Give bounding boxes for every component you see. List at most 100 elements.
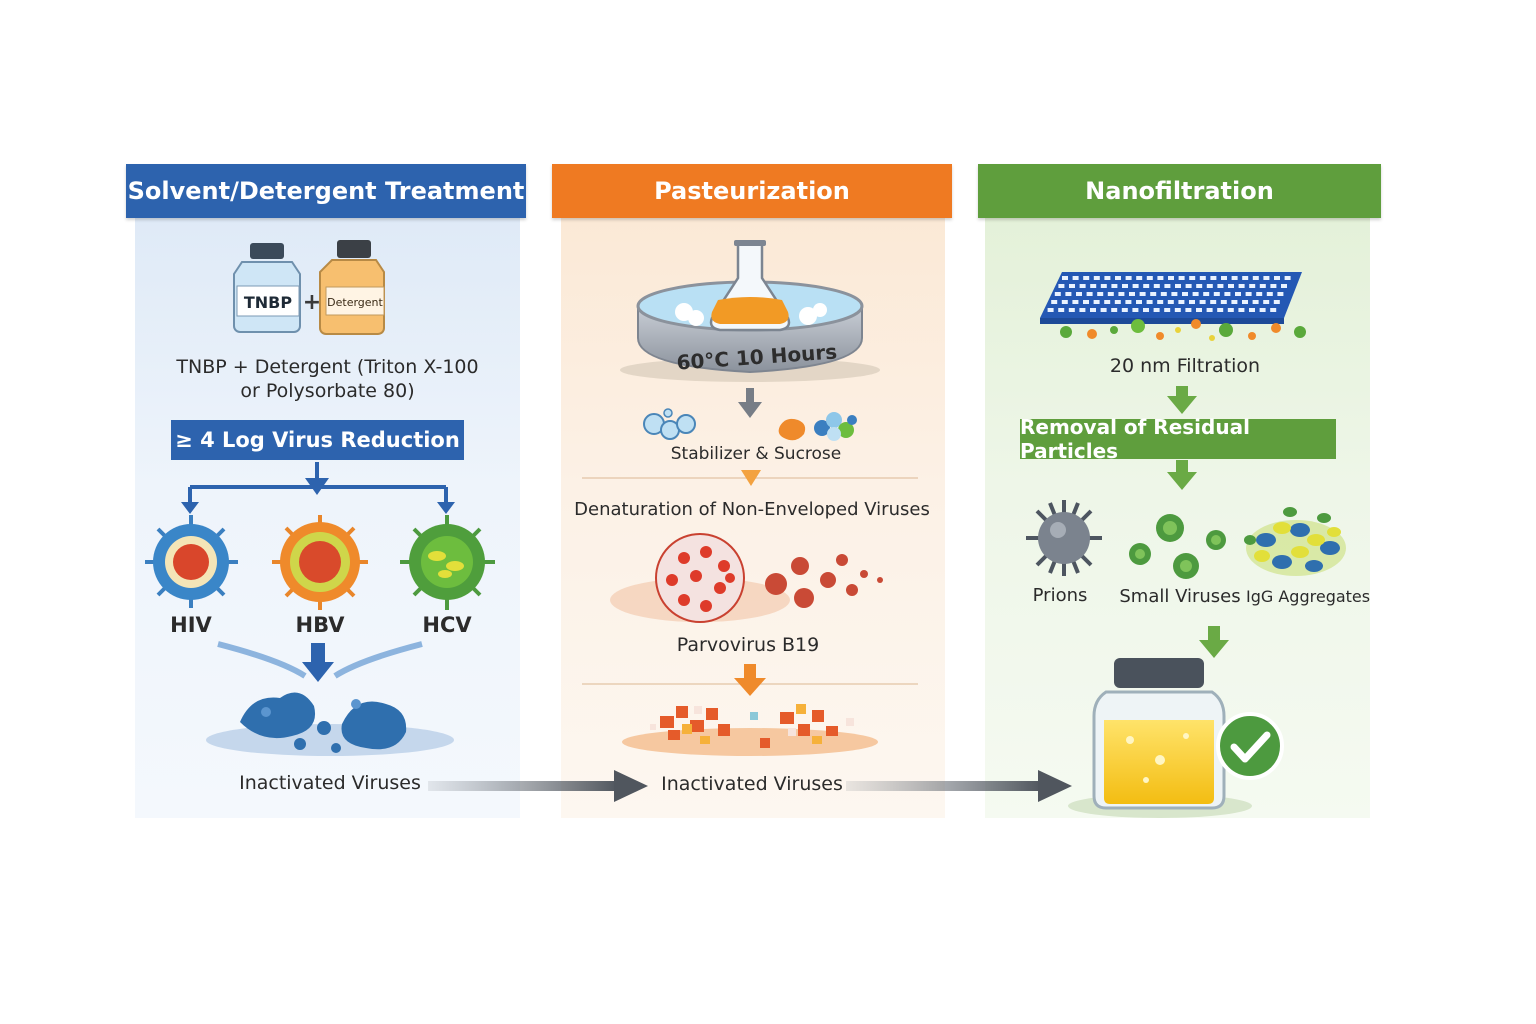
water-bath-flask-icon <box>620 240 880 382</box>
filter-pore <box>1199 300 1206 304</box>
filter-pore <box>1168 276 1174 280</box>
target-virus-label: Parvovirus B19 <box>676 634 820 656</box>
filter-pore <box>1196 308 1202 312</box>
filter-pore <box>1072 300 1079 304</box>
filter-pore <box>1132 308 1139 312</box>
hiv-virus-icon <box>145 515 238 608</box>
filter-pore <box>1090 308 1096 312</box>
converge-arrows <box>217 641 423 682</box>
filtered-particles-icon <box>1060 319 1306 341</box>
filter-pore <box>1206 284 1213 288</box>
arrow-down-icon <box>741 470 761 486</box>
filter-pore <box>1047 308 1054 312</box>
filter-pore <box>1146 276 1153 280</box>
filter-pore <box>1231 276 1238 280</box>
inactivated-viruses-blue-icon <box>206 692 454 756</box>
filter-pore <box>1115 276 1121 280</box>
filter-pore <box>1160 292 1167 296</box>
filter-pore <box>1228 284 1234 288</box>
filter-pore <box>1259 308 1266 312</box>
arrow-down-icon <box>302 662 334 682</box>
filter-pore <box>1238 308 1245 312</box>
filter-pore <box>1051 300 1058 304</box>
plus-icon: + <box>303 290 321 315</box>
arrow-down-icon <box>1167 460 1197 490</box>
filter-pore <box>1227 308 1234 312</box>
inactivated-viruses-orange-icon <box>622 704 878 756</box>
arrow-right-icon <box>1038 770 1072 802</box>
filter-pore <box>1235 292 1241 296</box>
removal-box: Removal of Residual Particles <box>1020 415 1336 463</box>
filter-pore <box>1210 276 1217 280</box>
filter-pore <box>1072 276 1079 280</box>
filter-pore <box>1143 284 1150 288</box>
filter-pore <box>1121 308 1128 312</box>
filter-pore <box>1122 284 1128 288</box>
filter-pore <box>1259 284 1266 288</box>
filter-pore <box>1249 308 1255 312</box>
filter-pore <box>1242 300 1248 304</box>
filter-pore <box>1281 284 1287 288</box>
filter-membrane-icon <box>1040 272 1302 324</box>
virus-label-hcv: HCV <box>422 613 472 637</box>
filter-pore <box>1196 284 1203 288</box>
filter-pore <box>1079 308 1086 312</box>
filter-pore <box>1277 292 1284 296</box>
detergent-bottle-label: Detergent <box>327 296 383 309</box>
filter-pore <box>1086 292 1093 296</box>
filter-pore <box>1178 300 1185 304</box>
arrow-down-icon <box>734 664 766 696</box>
filter-pore <box>1273 300 1280 304</box>
filter-pore <box>1083 300 1089 304</box>
filter-pore <box>1182 292 1188 296</box>
particle-label-prions: Prions <box>1032 585 1088 606</box>
filter-pore <box>1068 308 1075 312</box>
filter-pore <box>1125 300 1132 304</box>
filter-pore <box>1111 284 1118 288</box>
filter-pore <box>1167 300 1174 304</box>
prion-icon <box>1026 500 1102 576</box>
filter-pore <box>1206 308 1213 312</box>
tnbp-bottle-label: TNBP <box>244 293 293 312</box>
filter-pore <box>1111 308 1118 312</box>
filter-pore <box>1217 284 1224 288</box>
log-reduction-box: ≥ 4 Log Virus Reduction <box>171 420 464 460</box>
filter-pore <box>1266 292 1273 296</box>
reagents-line-2: or Polysorbate 80) <box>240 380 415 402</box>
arrow-down-icon <box>1199 626 1229 658</box>
filter-pore <box>1203 292 1210 296</box>
filter-pore <box>1174 308 1181 312</box>
virus-label-hiv: HIV <box>170 613 212 637</box>
filter-pore <box>1157 276 1164 280</box>
arrow-down-icon <box>305 478 329 495</box>
filter-pore <box>1146 300 1153 304</box>
hcv-virus-icon <box>400 515 495 610</box>
reagents-line-1: TNBP + Detergent (Triton X-100 <box>176 356 479 378</box>
filter-pore <box>1178 276 1185 280</box>
checkmark-icon <box>1216 712 1284 780</box>
filter-pore <box>1090 284 1097 288</box>
filter-pore <box>1093 300 1100 304</box>
filter-pore <box>1270 308 1277 312</box>
filter-pore <box>1171 292 1178 296</box>
header-solvent-detergent: Solvent/Detergent Treatment <box>126 164 526 218</box>
filter-pore <box>1164 308 1171 312</box>
header-pasteurization: Pasteurization <box>552 164 952 218</box>
filter-label: 20 nm Filtration <box>1109 355 1261 377</box>
filter-pore <box>1118 292 1125 296</box>
filter-pore <box>1270 284 1277 288</box>
filter-pore <box>1054 292 1061 296</box>
filter-pore <box>1129 292 1135 296</box>
filter-pore <box>1210 300 1217 304</box>
filter-pore <box>1213 292 1220 296</box>
filter-pore <box>1284 276 1291 280</box>
filter-pore <box>1153 284 1160 288</box>
mechanism-label: Denaturation of Non-Enveloped Viruses <box>574 499 930 520</box>
filter-pore <box>1097 292 1104 296</box>
filter-pore <box>1199 276 1206 280</box>
filter-pore <box>1224 292 1231 296</box>
result-label-stage-2: Inactivated Viruses <box>661 773 843 795</box>
filter-pore <box>1107 292 1114 296</box>
